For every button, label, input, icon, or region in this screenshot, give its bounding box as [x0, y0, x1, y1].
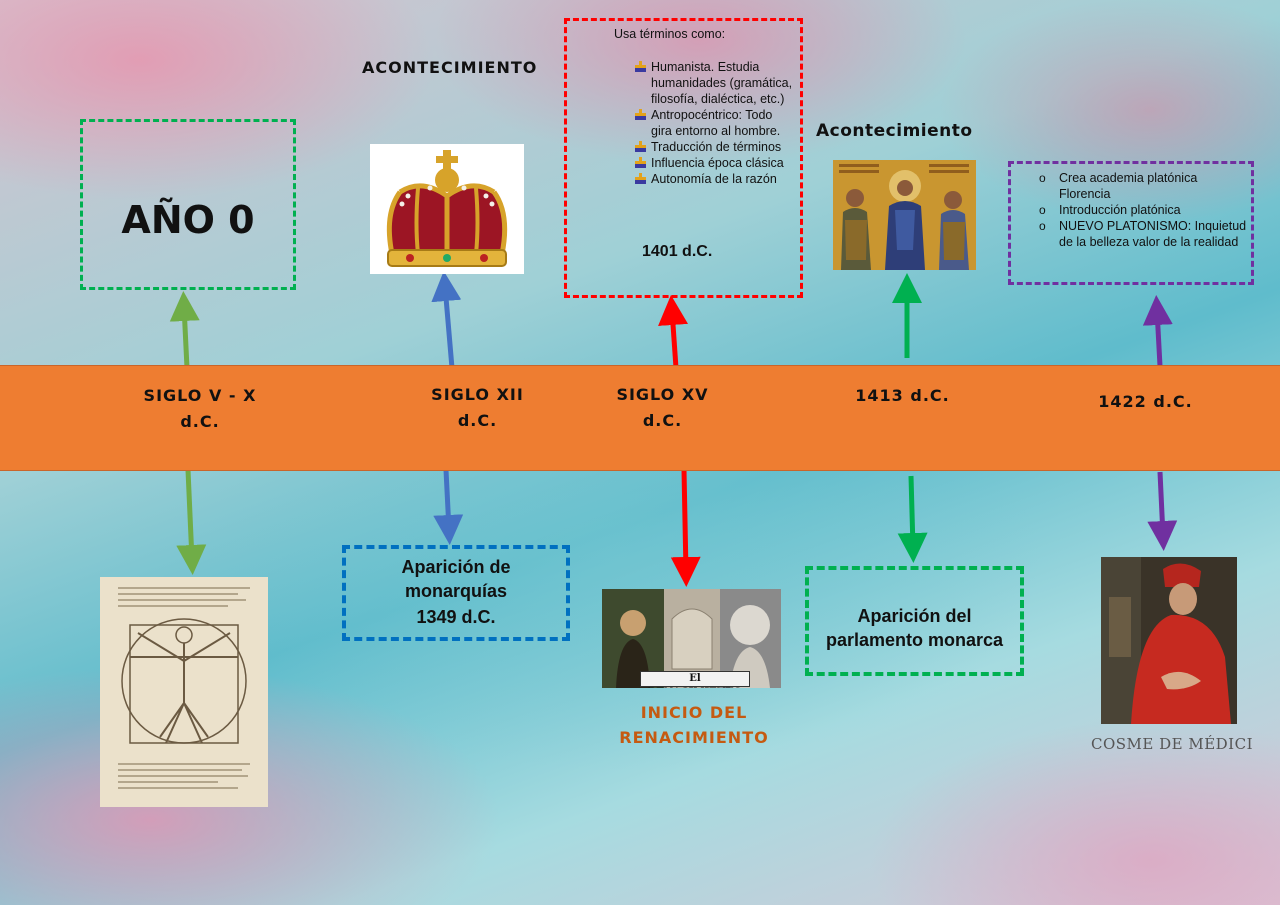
list-item: Crea academia platónica Florencia [1037, 170, 1249, 202]
renacimiento-caption: INICIO DEL RENACIMIENTO [619, 703, 769, 747]
bullet-icon [635, 173, 646, 184]
platon-list: Crea academia platónica Florencia Introd… [1037, 170, 1249, 250]
list-item: Autonomía de la razón [633, 171, 795, 187]
list-item: NUEVO PLATONISMO: Inquietud de la bellez… [1037, 218, 1249, 250]
monarquias-text: Aparición de monarquías 1349 d.C. [401, 557, 511, 627]
bullet-icon [635, 109, 646, 120]
vitruvian-image [100, 577, 268, 807]
renacimiento-image-label: El RENACIMIENTO [640, 671, 750, 688]
cosme-portrait-icon [1101, 557, 1237, 724]
list-item: Influencia época clásica [633, 155, 795, 171]
humanismo-year: 1401 d.C. [642, 243, 713, 260]
arrow-up-siglo-xii [431, 271, 462, 369]
ano-cero-box: AÑO 0 [80, 119, 296, 290]
cosme-portrait-image [1101, 557, 1237, 724]
arrow-up-1422 [1142, 295, 1173, 367]
parlamento-text: Aparición del parlamento monarca [825, 606, 1004, 650]
arrow-down-1413 [897, 475, 928, 563]
arrow-up-siglo-v [169, 291, 200, 369]
acontecimiento-heading: Acontecimiento [816, 121, 973, 141]
renacimiento-image: El RENACIMIENTO [602, 589, 781, 688]
mosaic-icon [833, 160, 976, 270]
humanismo-box: Usa términos como: Humanista. Estudia hu… [564, 18, 803, 298]
crown-image [370, 144, 524, 274]
band-label-1422: 1422 d.C. [1098, 392, 1193, 411]
acontecimiento-caps-heading: ACONTECIMIENTO [362, 58, 538, 77]
arrow-up-siglo-xv [658, 295, 688, 369]
timeline-band [0, 365, 1280, 471]
bullet-icon [635, 157, 646, 168]
arrow-down-1422 [1147, 471, 1178, 551]
arrow-down-siglo-xv [670, 469, 701, 587]
mosaic-image [833, 160, 976, 270]
bullet-icon [635, 61, 646, 72]
list-item: Introducción platónica [1037, 202, 1249, 218]
ano-cero-text: AÑO 0 [121, 198, 255, 242]
bullet-icon [635, 141, 646, 152]
vitruvian-icon [100, 577, 268, 807]
cosme-caption: COSME DE MÉDICI [1090, 735, 1254, 753]
list-item: Antropocéntrico: Todo gira entorno al ho… [633, 107, 795, 139]
arrow-down-siglo-xii [433, 469, 464, 545]
humanismo-list: Humanista. Estudia humanidades (gramátic… [633, 59, 795, 187]
parlamento-box: Aparición del parlamento monarca [805, 566, 1024, 676]
band-label-1413: 1413 d.C. [855, 386, 950, 405]
platon-box: Crea academia platónica Florencia Introd… [1008, 161, 1254, 285]
list-item: Humanista. Estudia humanidades (gramátic… [633, 59, 795, 107]
list-item: Traducción de términos [633, 139, 795, 155]
humanismo-intro: Usa términos como: [614, 27, 726, 41]
arrow-down-siglo-v [176, 469, 207, 575]
crown-icon [386, 150, 508, 267]
monarquias-box: Aparición de monarquías 1349 d.C. [342, 545, 570, 641]
